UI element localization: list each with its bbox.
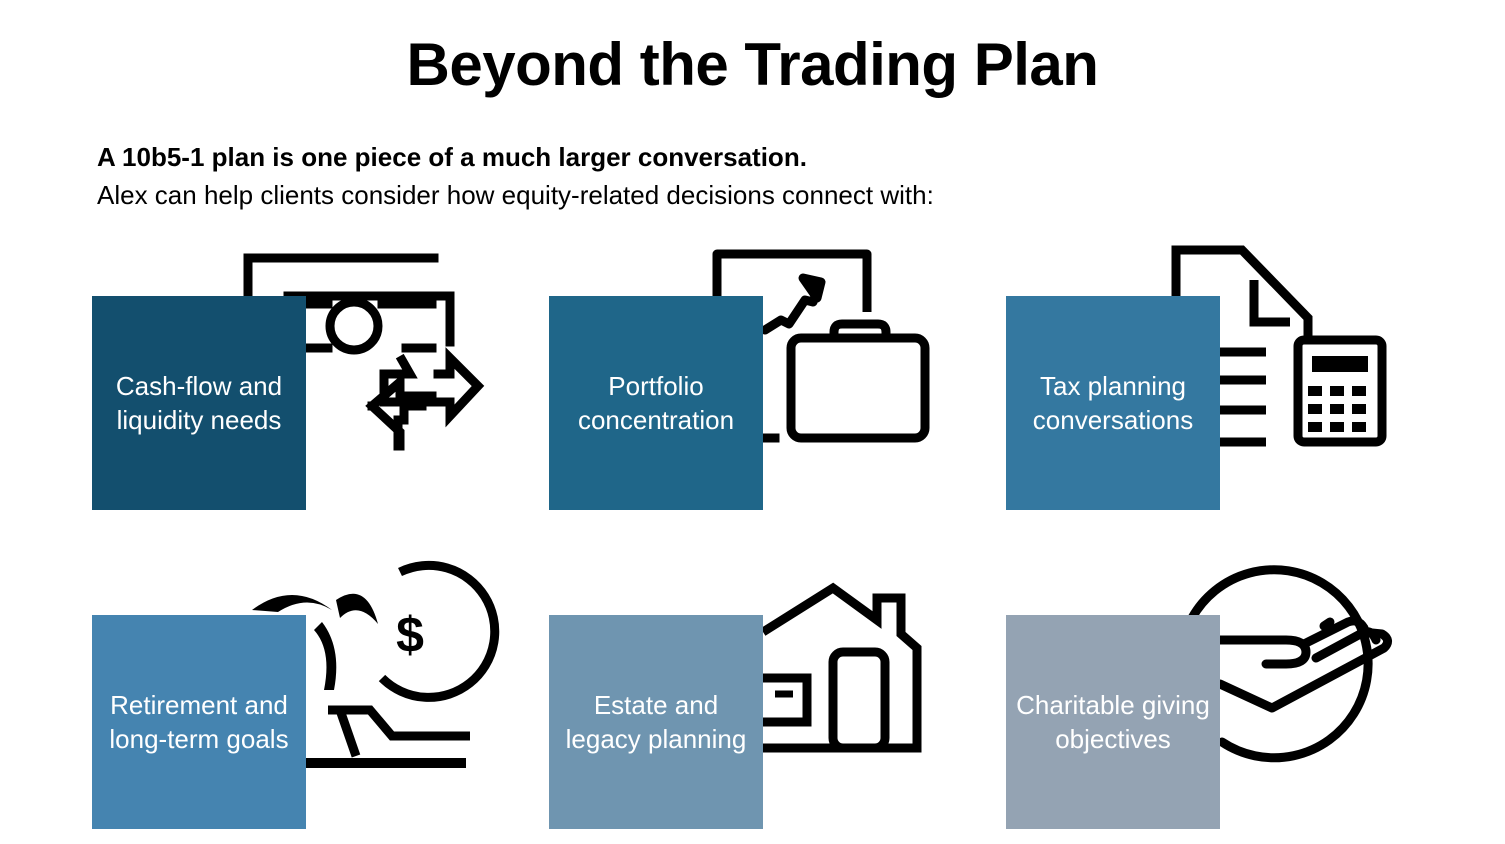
- topic-box-charitable: Charitable giving objectives: [1006, 615, 1220, 829]
- page-title: Beyond the Trading Plan: [406, 31, 1099, 98]
- topic-label: Cash-flow and liquidity needs: [115, 371, 283, 435]
- topic-card-estate: Estate and legacy planning: [549, 560, 949, 830]
- topic-box-portfolio: Portfolio concentration: [549, 296, 763, 510]
- topic-box-retirement: Retirement and long-term goals: [92, 615, 306, 829]
- topic-card-retirement: $ Retirement and long-term goals: [92, 560, 500, 830]
- subtitle: A 10b5-1 plan is one piece of a much lar…: [97, 142, 807, 172]
- retirement-beach-icon: $: [252, 560, 500, 768]
- topic-label: Portfolio concentration: [577, 371, 735, 435]
- giving-hand-icon: [1187, 565, 1392, 763]
- topic-box-tax: Tax planning conversations: [1006, 296, 1220, 510]
- topic-card-charitable: Charitable giving objectives: [1006, 560, 1406, 830]
- topic-card-portfolio: Portfolio concentration: [549, 240, 949, 510]
- topic-label: Retirement and long-term goals: [109, 690, 289, 754]
- house-icon: [760, 582, 922, 753]
- topic-card-cash-flow: Cash-flow and liquidity needs: [92, 240, 492, 510]
- intro-text: Alex can help clients consider how equit…: [97, 180, 934, 210]
- tax-document-calculator-icon: [1171, 245, 1387, 447]
- topic-label: Charitable giving objectives: [1016, 690, 1210, 754]
- briefcase-growth-icon: [712, 249, 930, 443]
- topic-box-cash-flow: Cash-flow and liquidity needs: [92, 296, 306, 510]
- topic-label: Tax planning conversations: [1032, 371, 1194, 435]
- svg-text:$: $: [396, 607, 424, 663]
- topic-label: Estate and legacy planning: [565, 690, 747, 754]
- topic-card-tax: Tax planning conversations: [1006, 240, 1406, 510]
- topic-box-estate: Estate and legacy planning: [549, 615, 763, 829]
